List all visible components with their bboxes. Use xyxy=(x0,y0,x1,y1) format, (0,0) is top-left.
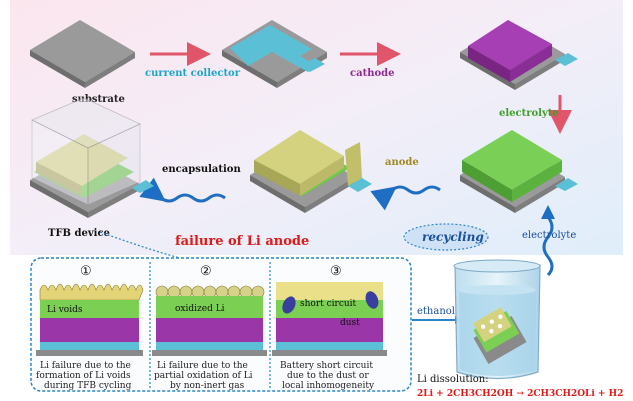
label-substrate: substrate xyxy=(72,94,125,105)
failure-panel-3: ③ short circuit dust Battery short circu… xyxy=(272,264,387,391)
label-electrolyte: electrolyte xyxy=(499,108,559,119)
panel-1-inner-label: Li voids xyxy=(47,305,83,315)
failure-panel-2: ② oxidized Li Li failure due to the part… xyxy=(152,264,267,391)
recycling-label: recycling xyxy=(422,230,484,244)
current-collector-block xyxy=(222,20,327,88)
arrow-step-5 xyxy=(139,177,226,203)
tfb-device-block xyxy=(30,97,154,218)
recycling-up-arrow xyxy=(542,216,554,277)
arrow-step-4 xyxy=(370,185,441,211)
failure-title: failure of Li anode xyxy=(175,234,309,249)
dissolution-equation: 2Li + 2CH3CH2OH → 2CH3CH2OLi + H2 xyxy=(417,389,623,399)
panel-3-inner-label-2: dust xyxy=(340,318,360,328)
panel-2-caption-line-3: by non-inert gas xyxy=(170,381,245,391)
panel-3-caption-line-2: due to the dust or xyxy=(287,371,369,381)
recycling-electrolyte-label: electrolyte xyxy=(522,230,576,241)
label-encapsulation: encapsulation xyxy=(162,164,241,175)
dissolution-title: Li dissolution: xyxy=(417,374,489,385)
panel-3-caption-line-1: Battery short circuit xyxy=(280,361,373,371)
panel-1-caption-line-1: Li failure due to the xyxy=(40,361,131,371)
panel-2-caption-line-1: Li failure due to the xyxy=(157,361,248,371)
panel-1-number: ① xyxy=(80,264,92,279)
beaker xyxy=(453,259,541,380)
panel-3-caption-line-3: local inhomogeneity xyxy=(282,381,375,391)
panel-2-caption-line-2: partial oxidation of Li xyxy=(154,371,253,381)
label-tfb-device: TFB device xyxy=(48,228,110,239)
recycling-badge: recycling xyxy=(403,223,489,251)
panel-3-number: ③ xyxy=(330,264,342,279)
panel-3-inner-label: short circuit xyxy=(300,299,357,309)
connector-dotted xyxy=(99,231,181,259)
failure-panel-1: ① Li voids Li failure due to the formati… xyxy=(36,264,144,391)
electrolyte-block xyxy=(460,130,578,213)
panel-1-caption-line-3: during TFB cycling xyxy=(44,381,132,391)
ethanol-label: ethanol xyxy=(417,306,455,317)
label-current-collector: current collector xyxy=(145,68,241,79)
label-cathode: cathode xyxy=(350,68,394,79)
panel-2-number: ② xyxy=(200,264,212,279)
label-anode: anode xyxy=(385,157,419,168)
beaker-device xyxy=(473,307,527,364)
substrate-block xyxy=(30,20,135,88)
panel-1-caption-line-2: formation of Li voids xyxy=(36,371,131,381)
anode-block xyxy=(250,130,372,213)
cathode-block xyxy=(460,20,578,90)
panel-2-inner-label: oxidized Li xyxy=(175,304,225,314)
